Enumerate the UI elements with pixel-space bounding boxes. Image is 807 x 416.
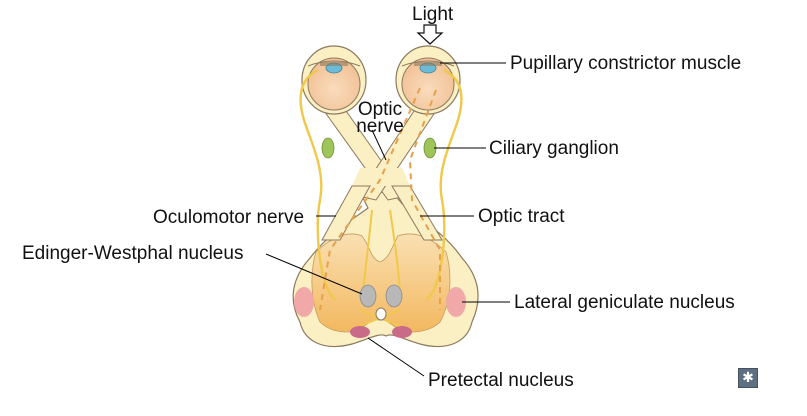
leader-optic-nerve xyxy=(371,129,387,161)
oculomotor-pathway-right xyxy=(425,68,463,302)
optic-chiasm-center xyxy=(352,168,410,186)
label-lateral-geniculate-nucleus: Lateral geniculate nucleus xyxy=(514,292,735,313)
cerebral-aqueduct xyxy=(375,307,387,321)
leader-edinger xyxy=(265,253,363,295)
pretectal-nucleus-right xyxy=(392,326,412,338)
midbrain-core xyxy=(311,233,451,333)
light-arrow-icon xyxy=(416,24,444,45)
label-optic-tract: Optic tract xyxy=(478,206,565,227)
label-optic-nerve-line1: Optic xyxy=(357,99,403,120)
edinger-westphal-left xyxy=(359,284,377,308)
optic-tract-right xyxy=(391,185,443,241)
lateral-geniculate-left xyxy=(294,287,314,317)
label-edinger-westphal-nucleus: Edinger-Westphal nucleus xyxy=(22,243,244,264)
label-ciliary-ganglion: Ciliary ganglion xyxy=(489,138,619,159)
label-pupillary-constrictor-muscle: Pupillary constrictor muscle xyxy=(510,53,742,74)
edinger-westphal-right xyxy=(385,284,403,308)
lateral-geniculate-right xyxy=(446,287,466,317)
expand-icon[interactable]: ✱ xyxy=(738,368,758,388)
ciliary-ganglion-left xyxy=(321,137,335,159)
optic-pathway-dashed-b xyxy=(408,89,441,310)
left-eye xyxy=(301,45,367,115)
oculomotor-pathway-left xyxy=(299,68,337,302)
leader-pretectal xyxy=(367,337,425,377)
label-optic-nerve-line2: nerve xyxy=(356,116,404,137)
optic-pathway-dashed-a xyxy=(319,87,421,311)
pretectal-nucleus-left xyxy=(350,326,370,338)
leader-lines xyxy=(265,62,510,377)
label-pretectal-nucleus: Pretectal nucleus xyxy=(428,370,574,391)
optic-tract-left xyxy=(321,185,371,241)
label-light: Light xyxy=(412,4,454,25)
label-oculomotor-nerve: Oculomotor nerve xyxy=(153,207,305,228)
